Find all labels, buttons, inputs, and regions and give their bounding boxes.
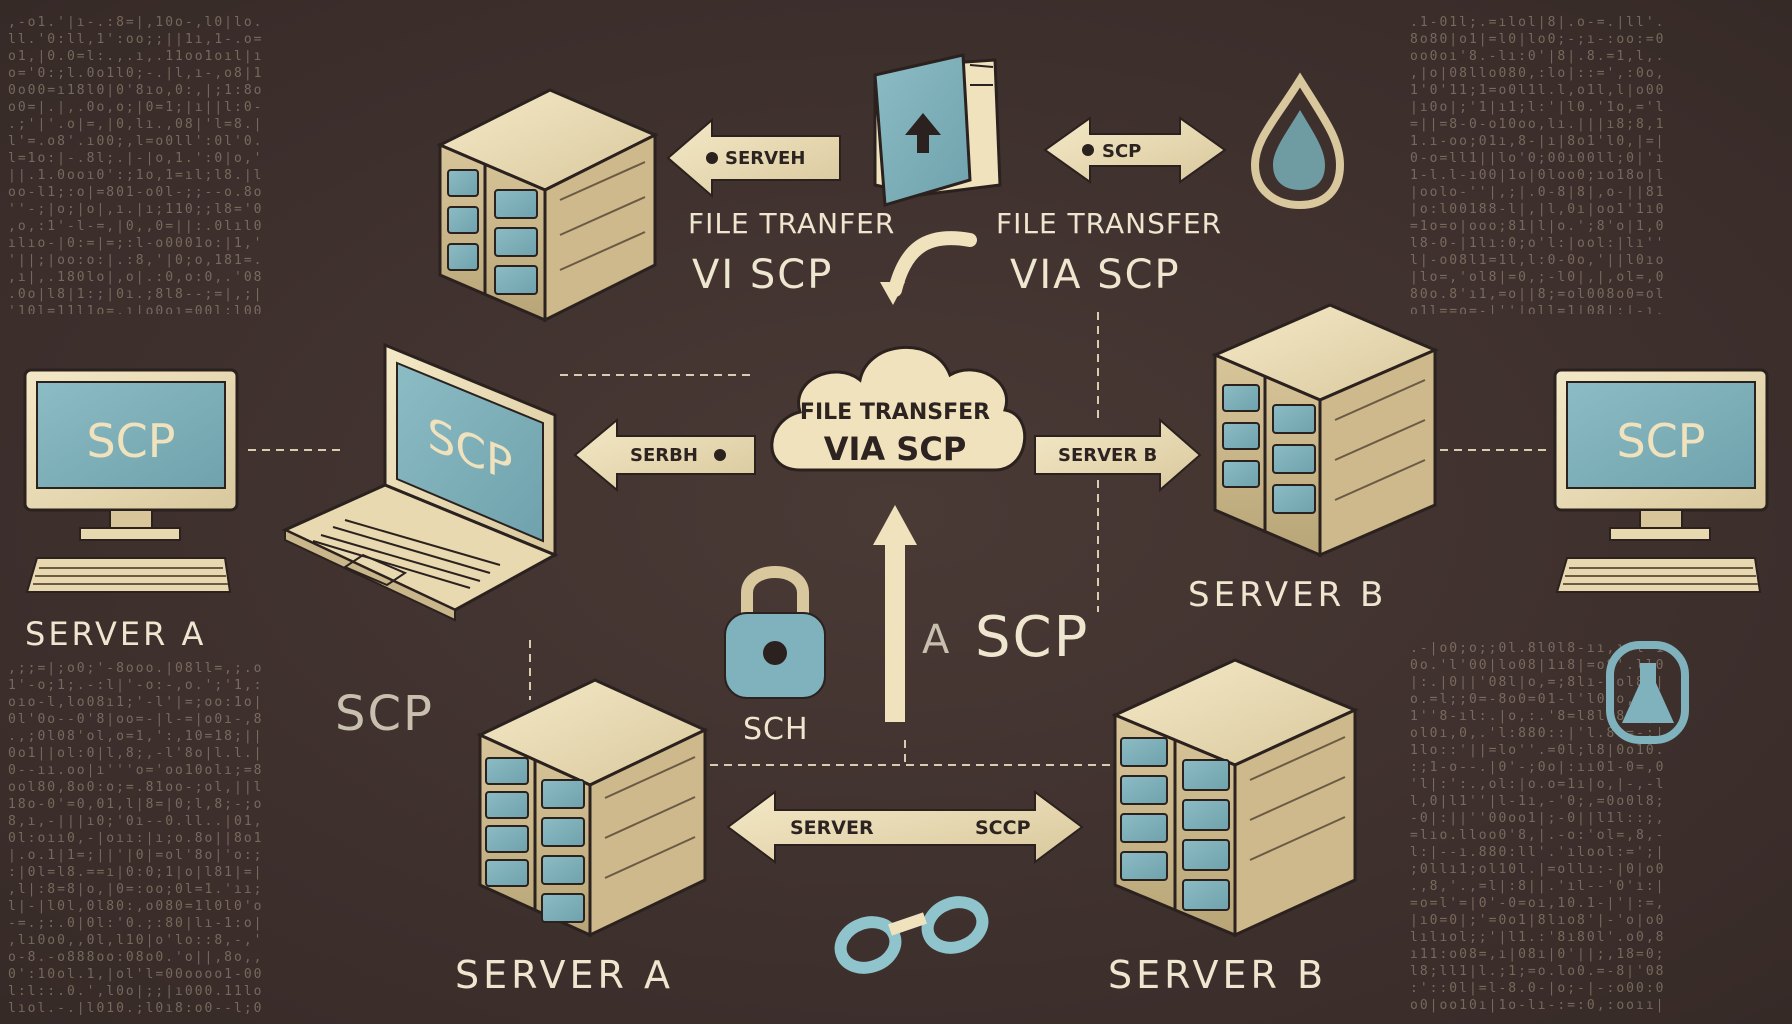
laptop [281,342,559,622]
book-icon [873,53,1002,207]
arrow-scp-top-label: SCP [1102,141,1142,162]
cloud-title-line2: VIA SCP [823,430,967,468]
chain-link-icon [834,896,989,974]
server-bottom-left [476,678,709,938]
arrow-serbh [573,417,756,493]
arrow-up [873,505,917,722]
code-texture-bottom-right: .-|o0;o;;0l.8l0l8-ıı,ı'l'1 0o.'l'00|lo08… [1410,641,1666,1013]
drop-icon [1250,72,1345,210]
right-monitor-screen-text: SCP [1616,414,1706,468]
bottom-arrow-left-label: SERVER [790,817,874,839]
server-right-middle [1211,303,1439,558]
arrow-serveh-label: SERVEH [725,148,806,169]
cloud [770,345,1027,472]
arrow-server-b-label: SERVER B [1058,445,1158,466]
arrow-serbh-label: SERBH [630,445,698,466]
arrow-serveh [666,117,841,199]
top-left-caption-line1: FILE TRANFER [688,207,896,240]
arrow-bottom-double [726,790,1084,864]
arrow-scp-top [1043,116,1227,184]
bottom-left-caption: SERVER A [455,953,674,997]
server-bottom-right [1111,658,1359,938]
flask-icon [1606,641,1689,744]
lock-caption: SCH [743,712,809,747]
left-monitor [23,368,239,593]
dashed-connectors [248,312,1550,766]
padlock-icon [724,566,826,699]
bottom-right-caption: SERVER B [1108,953,1328,997]
top-right-caption-line2: VIA SCP [1010,252,1181,298]
bottom-arrow-right-label: SCCP [975,817,1031,839]
top-left-caption-line2: VI SCP [692,252,834,298]
right-monitor [1553,368,1769,593]
floating-scp-prefix: A [922,617,950,663]
arrow-server-b [1034,417,1202,493]
right-server-caption: SERVER B [1188,575,1388,615]
code-texture-top-left: ,-o1.'|ı-.:8=|,10o-,l0|lo. ll.'0:ll,1':o… [8,15,264,314]
cloud-title-line1: FILE TRANSFER [799,400,991,425]
code-texture-bottom-left: ,;;=|;o0;'-8ooo.|08ll=,;.o 1'-o;1;.-:l|'… [8,661,264,1015]
floating-scp-center: SCP [975,605,1090,670]
left-monitor-caption: SERVER A [25,615,207,653]
floating-scp-left: SCP [335,686,434,742]
code-texture-top-right: .1-01l;.=ılol|8|.o-=.|ll'. 8o80|o1|=l0|l… [1410,15,1666,314]
curved-arrow-icon [880,231,977,305]
left-monitor-screen-text: SCP [86,414,176,468]
server-top-left [436,88,659,323]
top-right-caption-line1: FILE TRANSFER [996,207,1223,240]
